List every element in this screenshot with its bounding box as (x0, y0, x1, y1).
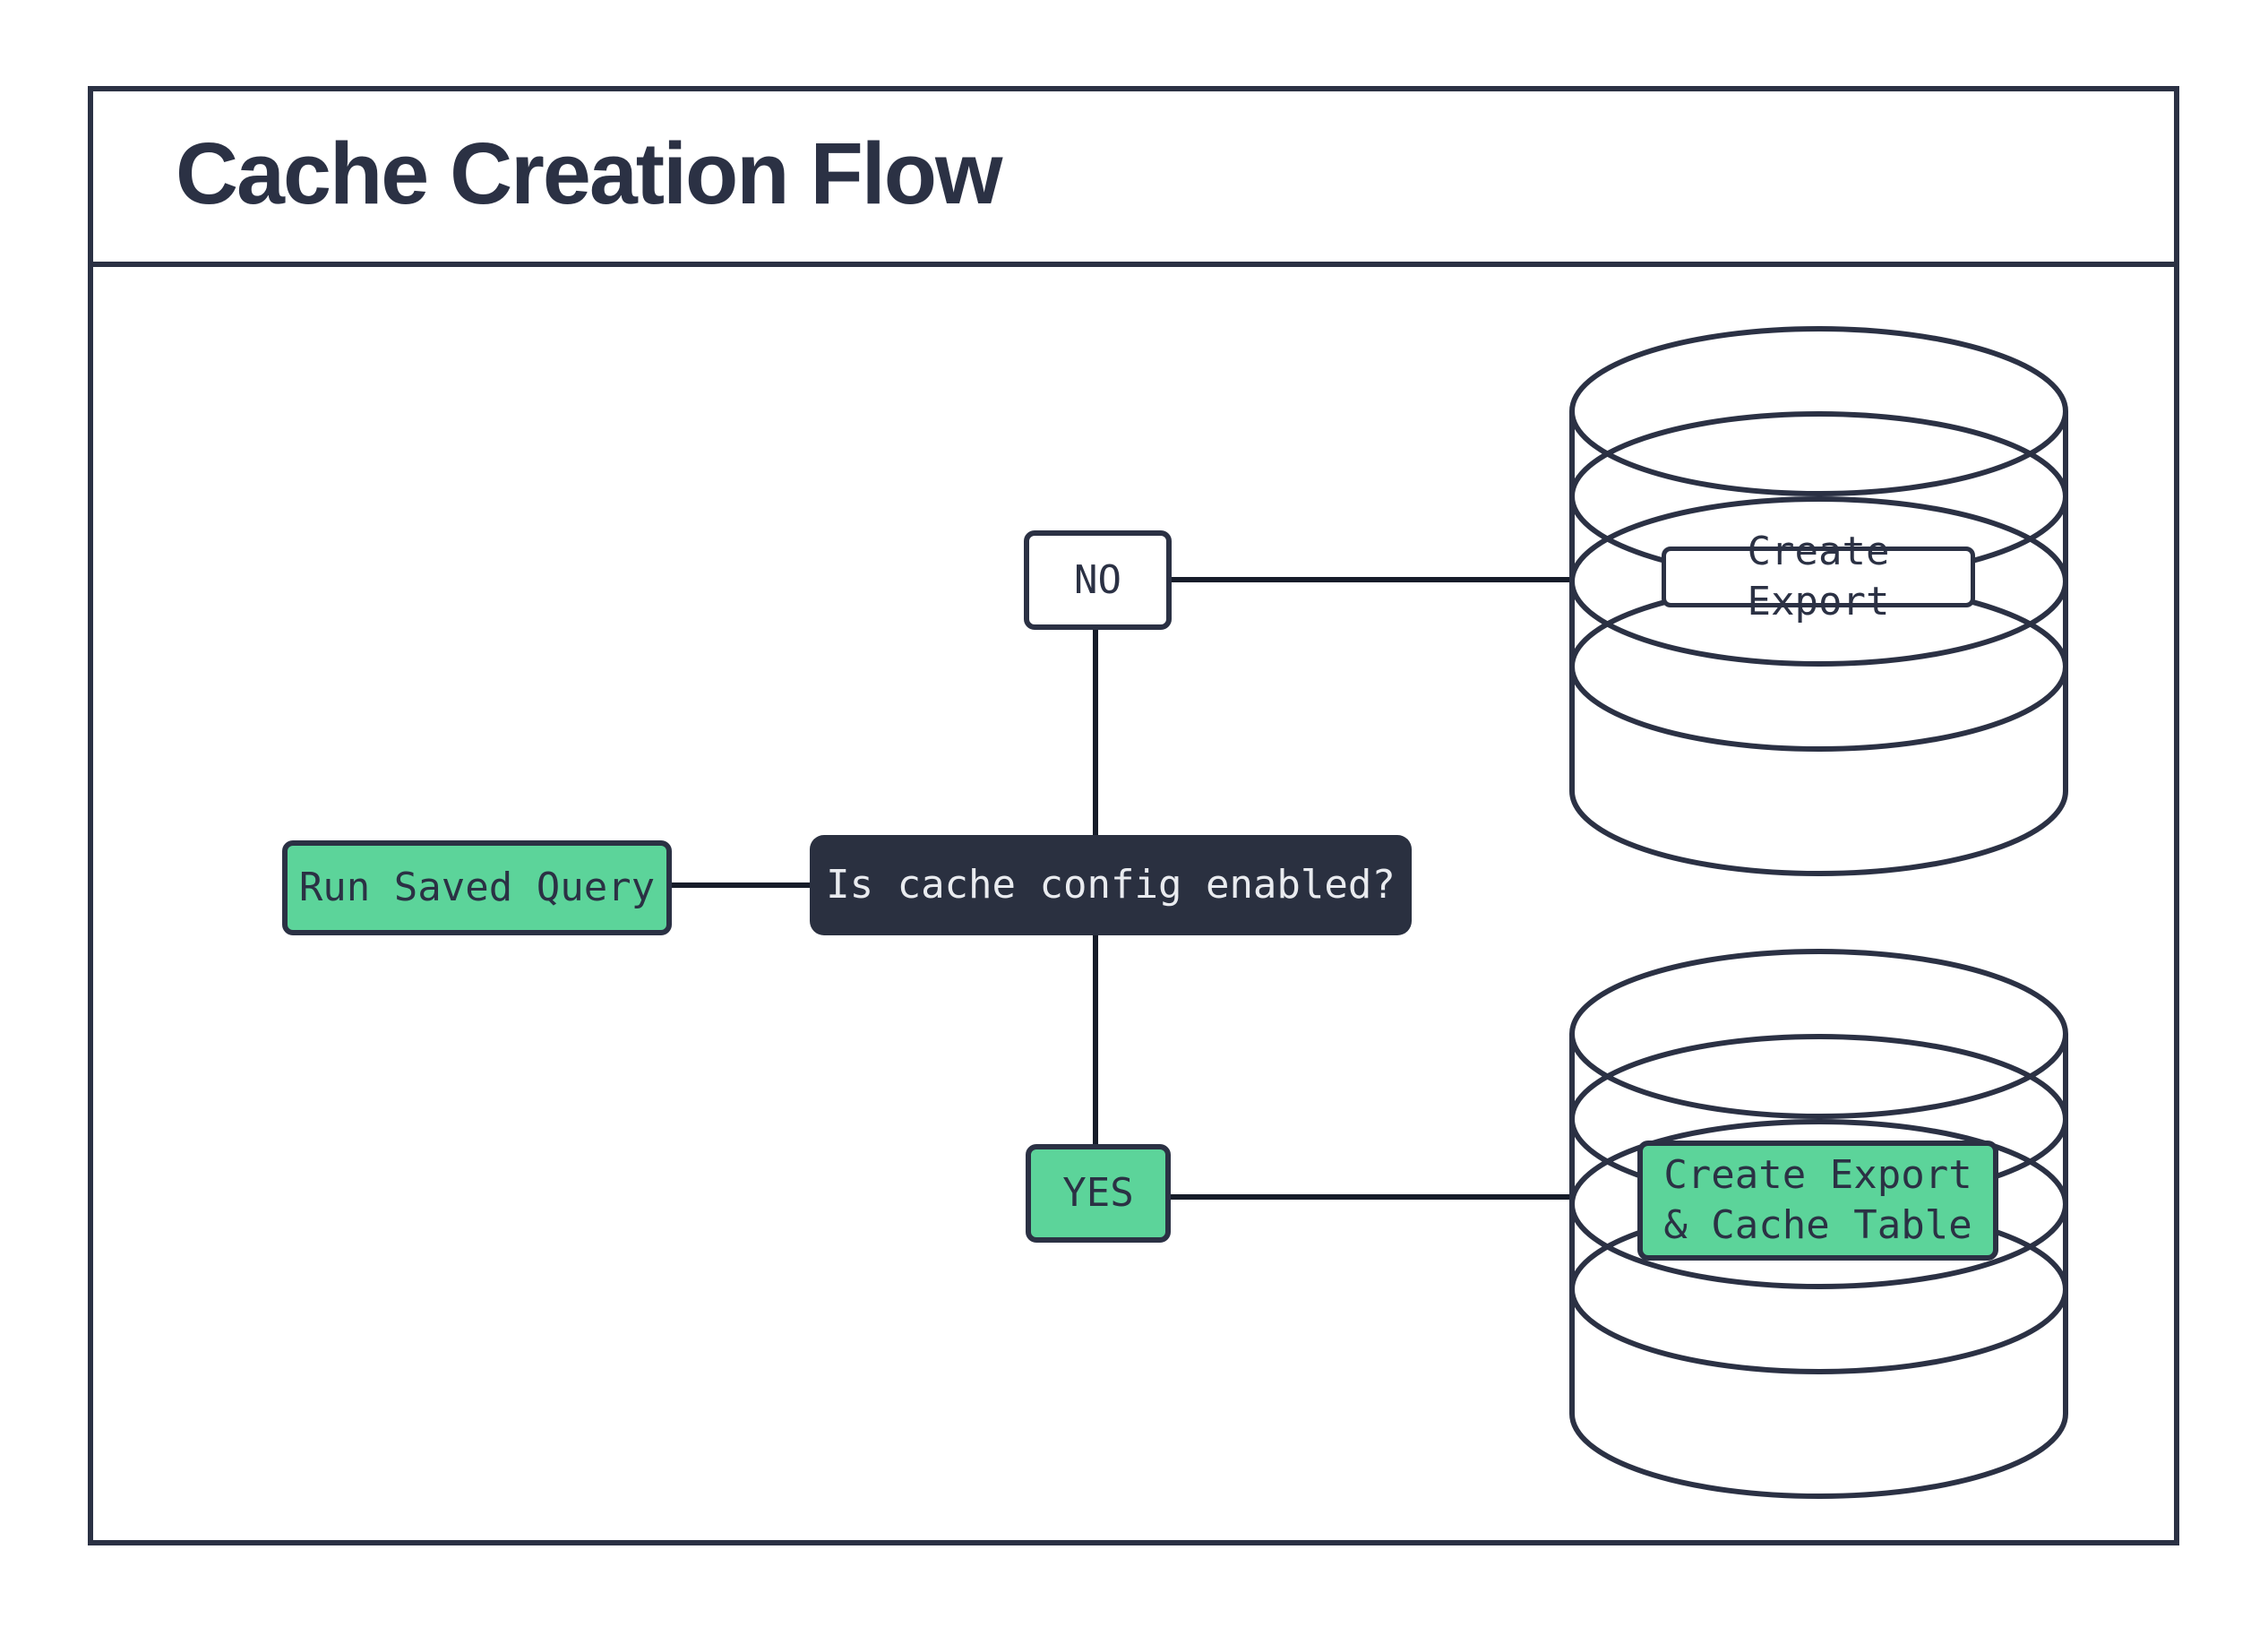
node-branch-yes-label: YES (1062, 1170, 1134, 1217)
connector-decision-to-no (1093, 627, 1098, 838)
node-create-export: Create Export (1662, 529, 1975, 624)
diagram-header: Cache Creation Flow (93, 91, 2174, 267)
page-title: Cache Creation Flow (176, 124, 1002, 222)
node-cache-config-decision: Is cache config enabled? (810, 835, 1412, 935)
node-branch-no-label: NO (1074, 556, 1121, 603)
node-branch-no: NO (1024, 530, 1172, 630)
connector-no-to-database (1170, 577, 1572, 582)
node-run-saved-query-label: Run Saved Query (298, 865, 656, 911)
connector-query-to-decision (672, 882, 810, 888)
node-create-export-cache-table: Create Export & Cache Table (1637, 1141, 1998, 1261)
node-create-export-cache-table-label-line1: Create Export (1663, 1152, 1972, 1199)
node-branch-yes: YES (1026, 1144, 1171, 1243)
connector-yes-to-database (1171, 1194, 1572, 1200)
node-run-saved-query: Run Saved Query (282, 840, 672, 935)
node-create-export-label: Create Export (1747, 529, 1890, 624)
node-cache-config-decision-label: Is cache config enabled? (826, 862, 1396, 908)
connector-decision-to-yes (1093, 933, 1098, 1147)
node-create-export-cache-table-label-line2: & Cache Table (1663, 1202, 1972, 1248)
